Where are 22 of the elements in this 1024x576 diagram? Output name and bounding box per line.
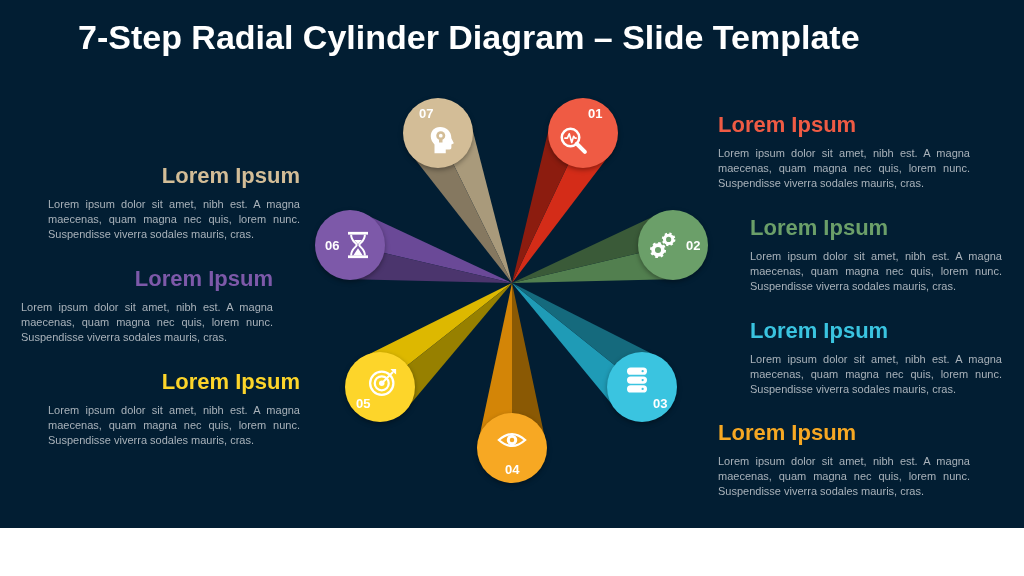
- step-heading: Lorem Ipsum: [750, 318, 889, 344]
- step-number: 01: [588, 105, 603, 121]
- step-number: 05: [356, 395, 371, 411]
- step-number: 03: [653, 395, 668, 411]
- step-number: 06: [325, 237, 340, 253]
- step-description: Lorem ipsum dolor sit amet, nibh est. A magna maecenas, quam magna nec quis, lorem nunc. Suspendisse viverra sodales mauris, cras.: [48, 197, 300, 242]
- step-description: Lorem ipsum dolor sit amet, nibh est. A magna maecenas, quam magna nec quis, lorem nunc. Suspendisse viverra sodales mauris, cras.: [750, 352, 1002, 397]
- step-heading: Lorem Ipsum: [161, 369, 300, 395]
- step-heading: Lorem Ipsum: [718, 420, 857, 446]
- step-heading: Lorem Ipsum: [161, 163, 300, 189]
- step-number: 02: [686, 237, 701, 253]
- step-description: Lorem ipsum dolor sit amet, nibh est. A magna maecenas, quam magna nec quis, lorem nunc. Suspendisse viverra sodales mauris, cras.: [48, 403, 300, 448]
- slide-title: 7-Step Radial Cylinder Diagram – Slide Template: [78, 17, 860, 58]
- step-number: 04: [505, 461, 520, 477]
- step-number: 07: [419, 105, 434, 121]
- step-description: Lorem ipsum dolor sit amet, nibh est. A magna maecenas, quam magna nec quis, lorem nunc. Suspendisse viverra sodales mauris, cras.: [750, 249, 1002, 294]
- step-heading: Lorem Ipsum: [134, 266, 273, 292]
- step-heading: Lorem Ipsum: [718, 112, 857, 138]
- step-description: Lorem ipsum dolor sit amet, nibh est. A magna maecenas, quam magna nec quis, lorem nunc. Suspendisse viverra sodales mauris, cras.: [718, 146, 970, 191]
- step-description: Lorem ipsum dolor sit amet, nibh est. A magna maecenas, quam magna nec quis, lorem nunc. Suspendisse viverra sodales mauris, cras.: [21, 300, 273, 345]
- step-description: Lorem ipsum dolor sit amet, nibh est. A magna maecenas, quam magna nec quis, lorem nunc. Suspendisse viverra sodales mauris, cras.: [718, 454, 970, 499]
- step-heading: Lorem Ipsum: [750, 215, 889, 241]
